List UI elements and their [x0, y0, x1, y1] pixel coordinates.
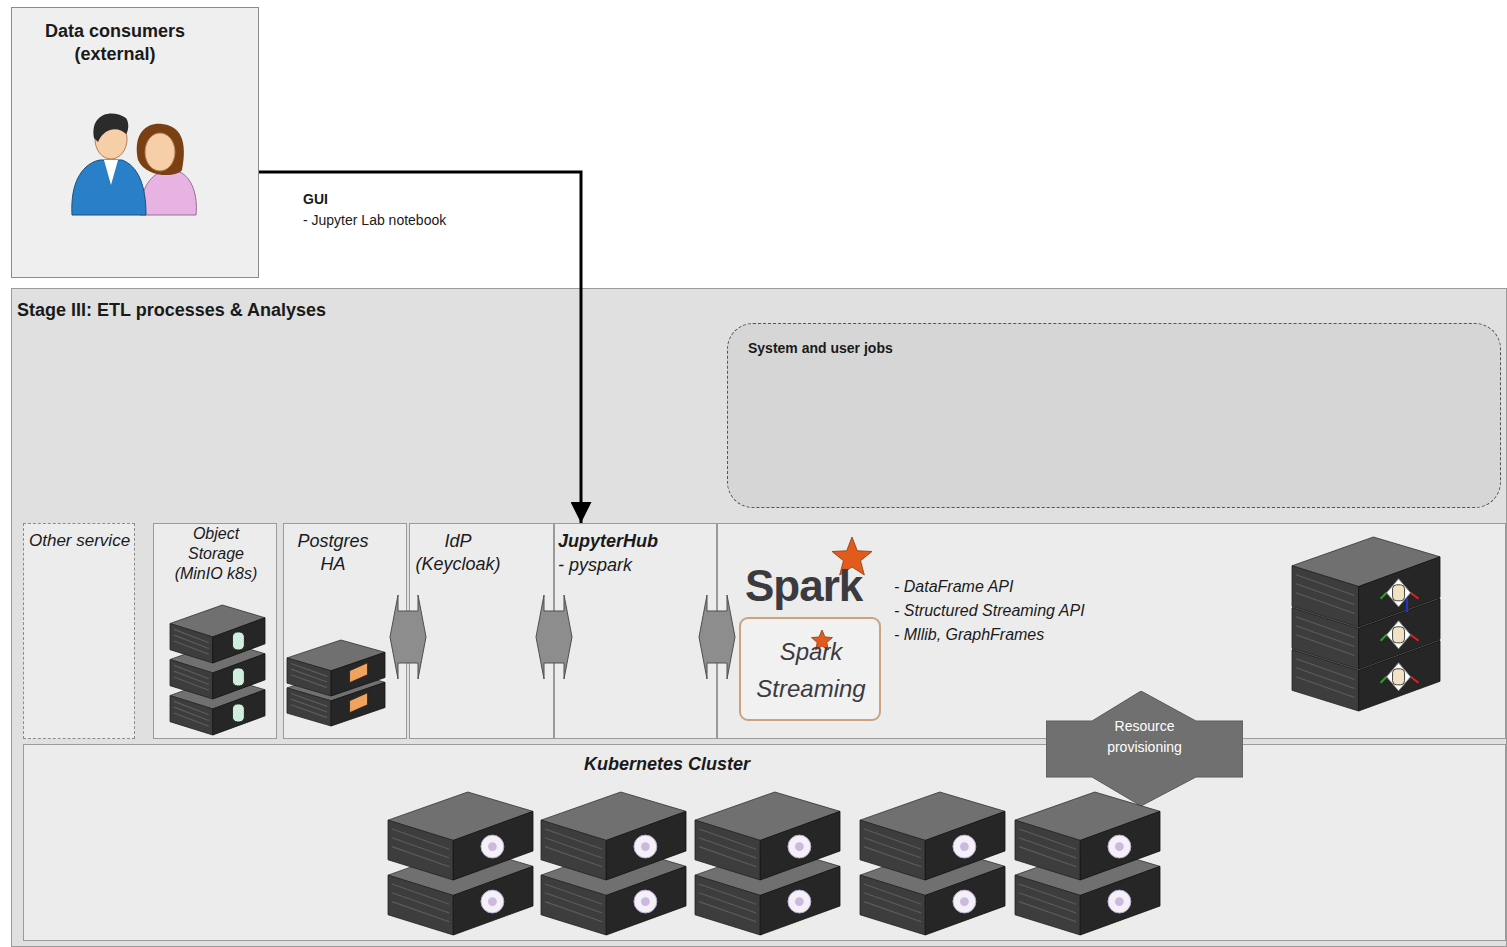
service-box: JupyterHub- pyspark [554, 523, 717, 739]
server-stack [1292, 537, 1440, 711]
users-icon [72, 114, 197, 215]
node-text: - Structured Streaming API [894, 601, 1085, 621]
spark-star [832, 537, 872, 575]
server-stack [541, 792, 686, 935]
node-title: Data consumers (external) [12, 20, 218, 65]
server-stack [170, 605, 265, 735]
edge-label: GUI [303, 191, 328, 208]
node-title: Postgres HA [288, 530, 378, 575]
server-stack [1015, 792, 1160, 935]
node-title: JupyterHub [558, 530, 658, 553]
server-stack [860, 792, 1005, 935]
node-title: System and user jobs [748, 340, 893, 358]
server-stack [695, 792, 840, 935]
service-box: IdP (Keycloak) [409, 523, 554, 739]
node-text: - pyspark [558, 554, 632, 577]
node-title: Kubernetes Cluster [584, 753, 750, 776]
server-stack [287, 640, 385, 726]
node-title: Stage III: ETL processes & Analyses [17, 299, 326, 322]
server-stack [388, 792, 533, 935]
double-arrow-connector [699, 595, 735, 679]
double-arrow-connector [390, 595, 426, 679]
node-title: Object Storage (MinIO k8s) [166, 524, 266, 584]
node-title: Spark [745, 558, 862, 613]
node-title: Other service [29, 530, 130, 551]
arrow-body [1046, 691, 1243, 806]
service-box: Other service [23, 523, 135, 739]
spark-star [812, 630, 833, 650]
logo-box: Spark Streaming [739, 617, 881, 721]
node-title: Resource provisioning [1089, 716, 1200, 758]
double-arrow-connector [536, 595, 572, 679]
jobs-area: System and user jobs [727, 323, 1501, 508]
note-label: - Jupyter Lab notebook [303, 212, 446, 229]
node-title: Spark Streaming [749, 633, 873, 707]
double-arrow-shape: Resource provisioning [1046, 691, 1243, 806]
node-title: IdP (Keycloak) [410, 530, 506, 575]
arrow-connector [259, 172, 581, 523]
actor-box: Data consumers (external) [11, 7, 259, 278]
node-text: - Mllib, GraphFrames [894, 625, 1044, 645]
node-text: - DataFrame API [894, 577, 1013, 597]
